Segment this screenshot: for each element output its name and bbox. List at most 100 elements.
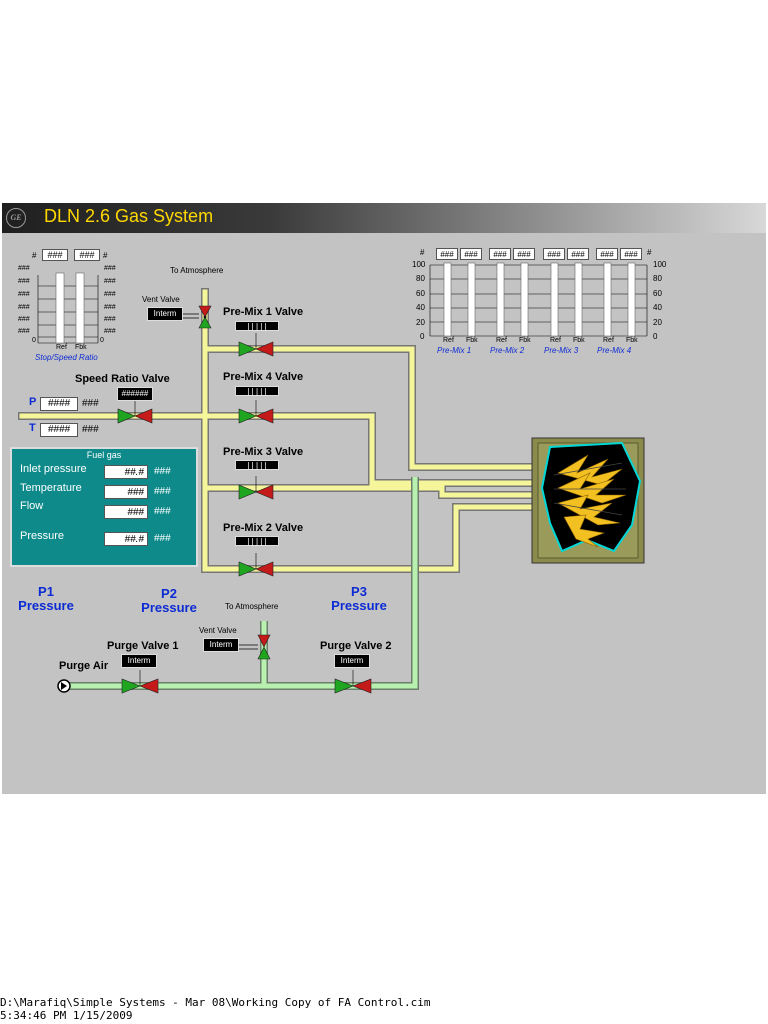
t-value-box: ####: [40, 423, 78, 437]
premix-axis-l-60: 60: [416, 289, 425, 298]
fuel-temperature-unit: ###: [154, 486, 171, 497]
p1-pressure-label: P1 Pressure: [16, 585, 76, 613]
stop-speed-tick-l3: ###: [18, 304, 30, 311]
premix1-valve-symbol: [238, 333, 274, 357]
premix3-valve-symbol: [238, 476, 274, 500]
purge-air-label: Purge Air: [59, 660, 109, 672]
premix-axis-r-20: 20: [653, 318, 662, 327]
premix2-ref-box: ###: [489, 248, 511, 260]
premix4-valve-symbol: [238, 400, 274, 424]
premix3-fbk-box: ###: [567, 248, 589, 260]
premix-axis-r-100: 100: [653, 260, 667, 269]
fuel-gas-pipes: [18, 288, 554, 573]
premix2-valve-indicator[interactable]: | | | | |: [235, 536, 279, 546]
purge-valve1-label: Purge Valve 1: [107, 640, 179, 652]
gas-system-screen: GE DLN 2.6 Gas System: [2, 203, 766, 794]
t-unit: ###: [82, 424, 99, 435]
ge-logo-icon: GE: [6, 208, 26, 228]
purge-valve2-label: Purge Valve 2: [320, 640, 392, 652]
premix-axis-r-0: 0: [653, 332, 658, 341]
stop-speed-hash-left: #: [32, 251, 37, 260]
purge-valve1-state[interactable]: Interm: [121, 654, 157, 668]
stop-speed-zero-left: 0: [32, 337, 36, 344]
top-vent-valve-state[interactable]: Interm: [147, 307, 183, 321]
premix2-fbk-box: ###: [513, 248, 535, 260]
fuel-gas-title: Fuel gas: [86, 450, 122, 460]
stop-speed-tick-r0: ###: [104, 265, 116, 272]
p2-word: Pressure: [141, 600, 197, 615]
fuel-flow-value: ###: [104, 505, 148, 519]
stop-speed-gauge: [37, 272, 99, 344]
fuel-pressure-value: ##.#: [104, 532, 148, 546]
purge-valve1-symbol: [121, 670, 159, 694]
premix4-fbk-box: ###: [620, 248, 642, 260]
footer-timestamp: 5:34:46 PM 1/15/2009: [0, 1009, 133, 1022]
premix4-valve-indicator[interactable]: | | | | |: [235, 386, 279, 396]
stop-speed-tick-l5: ###: [18, 328, 30, 335]
vent-valve-bottom-symbol: [257, 634, 271, 660]
premix3-fbk-label: Fbk: [573, 337, 585, 344]
p3-word: Pressure: [331, 598, 387, 613]
p-unit: ###: [82, 398, 99, 409]
fuel-inlet-pressure-value: ##.#: [104, 465, 148, 479]
stop-speed-ref-label: Ref: [56, 344, 67, 351]
stop-speed-fbk-label: Fbk: [75, 344, 87, 351]
premix-axis-l-80: 80: [416, 274, 425, 283]
bottom-vent-valve-label: Vent Valve: [199, 626, 237, 635]
stop-speed-hash-right: #: [103, 251, 108, 260]
premix-hash-left: #: [420, 248, 425, 257]
premix2-valve-label: Pre-Mix 2 Valve: [223, 522, 304, 534]
vent-valve-top-symbol: [198, 305, 212, 329]
p1-name: P1: [38, 584, 54, 599]
purge-valve2-state[interactable]: Interm: [334, 654, 370, 668]
stop-speed-tick-r4: ###: [104, 316, 116, 323]
p3-name: P3: [351, 584, 367, 599]
speed-ratio-valve-symbol: [117, 400, 153, 424]
fuel-gas-panel: Fuel gas Inlet pressure ##.# ### Tempera…: [10, 447, 198, 567]
premix1-fbk-label: Fbk: [466, 337, 478, 344]
fuel-inlet-pressure-label: Inlet pressure: [20, 463, 87, 475]
fuel-temperature-value: ###: [104, 485, 148, 499]
premix2-gauge-label: Pre-Mix 2: [490, 346, 525, 355]
speed-ratio-valve-readout[interactable]: ######: [117, 387, 153, 401]
premix1-fbk-box: ###: [460, 248, 482, 260]
purge-air-source-icon: [57, 679, 71, 693]
premix-axis-r-60: 60: [653, 289, 662, 298]
premix4-valve-label: Pre-Mix 4 Valve: [223, 371, 304, 383]
window-title: DLN 2.6 Gas System: [44, 206, 214, 226]
premix4-ref-label: Ref: [603, 337, 614, 344]
premix4-gauge-label: Pre-Mix 4: [597, 346, 632, 355]
bottom-to-atmosphere-label: To Atmosphere: [225, 602, 279, 611]
premix3-valve-label: Pre-Mix 3 Valve: [223, 446, 304, 458]
bottom-vent-valve-state[interactable]: Interm: [203, 638, 239, 652]
premix-gauges: [429, 262, 648, 337]
premix3-gauge-label: Pre-Mix 3: [544, 346, 579, 355]
stop-speed-fbk-box: ###: [74, 249, 100, 261]
fuel-flow-unit: ###: [154, 506, 171, 517]
fuel-inlet-pressure-unit: ###: [154, 466, 171, 477]
p2-name: P2: [161, 586, 177, 601]
p1-word: Pressure: [18, 598, 74, 613]
premix-axis-l-100: 100: [412, 260, 426, 269]
fuel-pressure-unit: ###: [154, 533, 171, 544]
premix3-valve-indicator[interactable]: | | | | |: [235, 460, 279, 470]
footer-file-path: D:\Marafiq\Simple Systems - Mar 08\Worki…: [0, 996, 431, 1009]
stop-speed-tick-r2: ###: [104, 291, 116, 298]
stop-speed-tick-r1: ###: [104, 278, 116, 285]
p-value-box: ####: [40, 397, 78, 411]
top-vent-valve-label: Vent Valve: [142, 295, 180, 304]
premix2-fbk-label: Fbk: [519, 337, 531, 344]
premix-axis-l-20: 20: [416, 318, 425, 327]
piping-diagram: [18, 262, 648, 694]
premix-hash-right: #: [647, 248, 652, 257]
purge-valve2-symbol: [334, 670, 372, 694]
stop-speed-zero-right: 0: [100, 337, 104, 344]
stop-speed-tick-r5: ###: [104, 328, 116, 335]
fuel-temperature-label: Temperature: [20, 482, 82, 494]
premix1-ref-box: ###: [436, 248, 458, 260]
stop-speed-tick-l0: ###: [18, 265, 30, 272]
premix1-valve-indicator[interactable]: | | | | |: [235, 321, 279, 331]
premix1-ref-label: Ref: [443, 337, 454, 344]
premix3-ref-box: ###: [543, 248, 565, 260]
combustor: [531, 437, 645, 564]
